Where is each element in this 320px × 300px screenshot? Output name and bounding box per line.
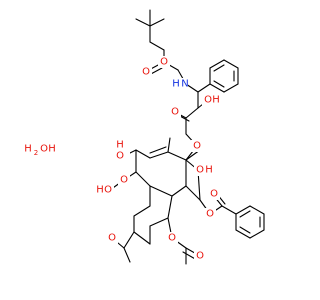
side-chain-hydroxyl-oxygen: O bbox=[204, 95, 212, 106]
atom-labels: H 2 O H O O N H O H O O O H O O H bbox=[22, 56, 220, 262]
side-chain-hydroxyl-hydrogen: H bbox=[212, 95, 220, 106]
c10-hydroxyl-oxygen: O bbox=[116, 151, 124, 162]
c7-hydroxyl-hydrogen: H bbox=[96, 185, 104, 196]
c1-hydroxyl-oxygen: O bbox=[196, 165, 204, 176]
benzoate-link-oxygen: O bbox=[206, 209, 214, 220]
acetate-link-oxygen: O bbox=[168, 233, 176, 244]
water-h-label: H bbox=[24, 144, 32, 155]
amide-nitrogen: N bbox=[181, 79, 188, 90]
boc-carbonyl-oxygen: O bbox=[142, 67, 150, 78]
water-subscript-2: 2 bbox=[34, 149, 38, 157]
c10-hydroxyl-hydrogen: H bbox=[116, 140, 124, 151]
chemical-structure-diagram: H 2 O H O O N H O H O O O H O O H bbox=[22, 9, 265, 265]
water-o-label: O bbox=[40, 144, 48, 155]
benzoate-carbonyl-oxygen: O bbox=[210, 189, 218, 200]
c1-hydroxyl-hydrogen: H bbox=[205, 165, 213, 176]
amide-hydrogen: H bbox=[172, 79, 180, 90]
boc-ether-oxygen: O bbox=[160, 57, 168, 68]
water-h-label-2: H bbox=[48, 144, 56, 155]
bond-lines bbox=[109, 9, 265, 265]
c7-hydroxyl-oxygen: O bbox=[104, 185, 112, 196]
oxetane-oxygen: O bbox=[108, 233, 116, 244]
acetate-carbonyl-oxygen: O bbox=[196, 251, 204, 262]
ester-link-oxygen: O bbox=[193, 141, 201, 152]
ketone-oxygen: O bbox=[120, 175, 128, 186]
ester-carbonyl-oxygen: O bbox=[171, 107, 179, 118]
